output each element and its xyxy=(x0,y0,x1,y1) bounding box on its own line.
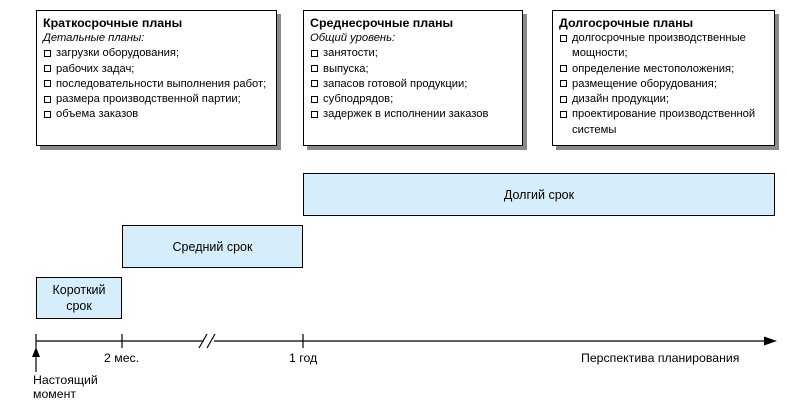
medium-term-plans-subtitle: Общий уровень: xyxy=(310,32,396,44)
long-term-plans-list: долгосрочные производственные мощности; … xyxy=(559,31,768,138)
checkbox-icon xyxy=(311,65,318,73)
long-term-plans-box: Долгосрочные планы долгосрочные производ… xyxy=(552,10,775,146)
list-item: дизайн продукции; xyxy=(559,92,768,107)
list-item-label: занятости; xyxy=(323,47,378,60)
list-item: субподрядов; xyxy=(310,92,516,107)
list-item-label: субподрядов; xyxy=(323,93,394,106)
checkbox-icon xyxy=(311,95,318,103)
checkbox-icon xyxy=(560,95,567,103)
list-item-label: последовательности выполнения работ; xyxy=(56,77,267,90)
short-term-plans-box: Краткосрочные планы Детальные планы: заг… xyxy=(36,10,277,146)
short-term-plans-title: Краткосрочные планы xyxy=(43,16,183,30)
list-item-label: запасов готовой продукции; xyxy=(323,77,468,90)
checkbox-icon xyxy=(44,49,51,57)
checkbox-icon xyxy=(560,80,567,88)
checkbox-icon xyxy=(311,110,318,118)
list-item: проектирование производственной системы xyxy=(559,107,768,138)
checkbox-icon xyxy=(44,80,51,88)
medium-term-bar: Средний срок xyxy=(122,225,303,268)
short-term-label: Короткий срок xyxy=(52,283,106,313)
long-term-plans-title: Долгосрочные планы xyxy=(559,16,694,30)
list-item-label: задержек в исполнении заказов xyxy=(323,108,489,121)
list-item-label: долгосрочные производственные мощности; xyxy=(572,32,746,60)
short-term-plans-list: загрузки оборудования; рабочих задач; по… xyxy=(43,46,270,122)
list-item-label: загрузки оборудования; xyxy=(56,47,180,60)
list-item: загрузки оборудования; xyxy=(43,46,270,61)
checkbox-icon xyxy=(560,34,567,42)
tick-label-1-year: 1 год xyxy=(289,351,318,365)
now-pointer-arrow-icon xyxy=(32,347,40,372)
list-item-label: проектирование производственной системы xyxy=(572,108,756,136)
list-item-label: размещение оборудования; xyxy=(572,77,717,90)
long-term-label: Долгий срок xyxy=(503,187,575,202)
checkbox-icon xyxy=(560,110,567,118)
list-item-label: дизайн продукции; xyxy=(572,93,669,106)
list-item-label: объема заказов xyxy=(56,108,139,121)
checkbox-icon xyxy=(560,65,567,73)
axis-arrowhead-icon xyxy=(764,336,777,346)
short-term-plans-subtitle: Детальные планы: xyxy=(43,32,145,44)
list-item: рабочих задач; xyxy=(43,62,270,77)
list-item: долгосрочные производственные мощности; xyxy=(559,31,768,62)
axis-break-icon xyxy=(198,333,216,349)
list-item: объема заказов xyxy=(43,107,270,122)
list-item: задержек в исполнении заказов xyxy=(310,107,516,122)
list-item: выпуска; xyxy=(310,62,516,77)
tick-label-2-months: 2 мес. xyxy=(104,351,140,365)
checkbox-icon xyxy=(44,110,51,118)
list-item: занятости; xyxy=(310,46,516,61)
list-item: запасов готовой продукции; xyxy=(310,77,516,92)
now-label-line1: Настоящий xyxy=(33,373,98,387)
list-item: последовательности выполнения работ; xyxy=(43,77,270,92)
list-item-label: размера производственной партии; xyxy=(56,93,241,106)
list-item-label: выпуска; xyxy=(323,62,369,75)
medium-term-label: Средний срок xyxy=(172,239,253,254)
checkbox-icon xyxy=(44,65,51,73)
list-item: определение местоположения; xyxy=(559,62,768,77)
now-label-line2: момент xyxy=(33,387,77,401)
medium-term-plans-list: занятости; выпуска; запасов готовой прод… xyxy=(310,46,516,122)
list-item: размещение оборудования; xyxy=(559,77,768,92)
medium-term-plans-box: Среднесрочные планы Общий уровень: занят… xyxy=(303,10,523,146)
checkbox-icon xyxy=(311,80,318,88)
checkbox-icon xyxy=(311,49,318,57)
medium-term-plans-title: Среднесрочные планы xyxy=(310,16,454,30)
list-item: размера производственной партии; xyxy=(43,92,270,107)
short-term-bar: Короткий срок xyxy=(36,277,122,319)
checkbox-icon xyxy=(44,95,51,103)
axis-title: Перспектива планирования xyxy=(581,351,740,365)
long-term-bar: Долгий срок xyxy=(303,173,775,216)
list-item-label: определение местоположения; xyxy=(572,62,735,75)
list-item-label: рабочих задач; xyxy=(56,62,135,75)
